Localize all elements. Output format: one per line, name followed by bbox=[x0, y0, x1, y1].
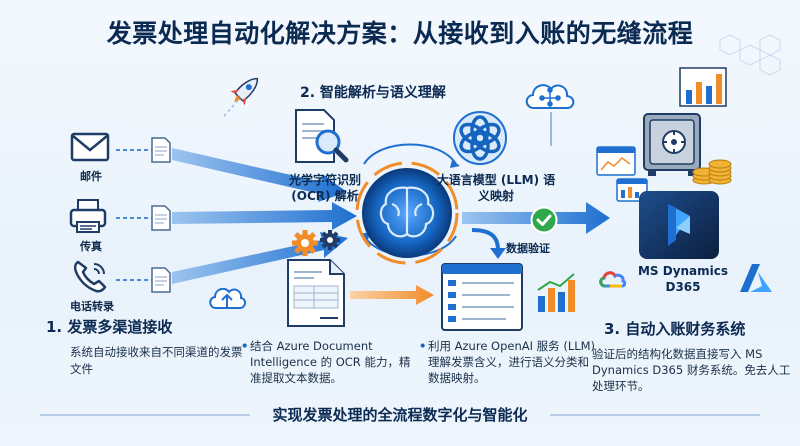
dashboard-window-icon bbox=[596, 146, 636, 176]
llm-bullet: • 利用 Azure OpenAI 服务 (LLM) 理解发票含义，进行语义分类… bbox=[419, 338, 598, 386]
dynamics-365-logo bbox=[639, 191, 719, 259]
verify-label: 数据验证 bbox=[506, 242, 550, 255]
bar-chart-icon bbox=[537, 273, 575, 312]
safe-vault-icon bbox=[643, 113, 701, 176]
step1-description: 系统自动接收来自不同渠道的发票文件 bbox=[70, 345, 243, 376]
llm-bullet-text: 利用 Azure OpenAI 服务 (LLM) 理解发票含义，进行语义分类和数… bbox=[428, 339, 596, 385]
ai-brain-hub bbox=[355, 161, 459, 265]
ocr-label: 光学字符识别 (OCR) 解析 bbox=[288, 173, 361, 203]
envelope-icon bbox=[70, 132, 110, 162]
step1-title: 1. 发票多渠道接收 bbox=[46, 318, 173, 336]
document-icon bbox=[151, 267, 171, 293]
google-cloud-icon bbox=[599, 271, 626, 288]
channel-label-phone: 电话转录 bbox=[70, 300, 114, 313]
footer-tagline: 实现发票处理的全流程数字化与智能化 bbox=[272, 406, 528, 424]
step2-title: 2. 智能解析与语义理解 bbox=[300, 85, 446, 101]
ocr-bullet: • 结合 Azure Document Intelligence 的 OCR 能… bbox=[241, 338, 420, 386]
cloud-network-icon bbox=[525, 84, 575, 109]
connector-line bbox=[550, 112, 552, 146]
phone-icon bbox=[73, 260, 107, 293]
footer-divider-right bbox=[550, 414, 760, 416]
step3-description: 验证后的结构化数据直接写入 MS Dynamics D365 财务系统。免去人工… bbox=[592, 347, 791, 393]
bullet-dot: • bbox=[419, 339, 427, 353]
channel-label-fax: 传真 bbox=[80, 240, 102, 253]
dashboard-window-icon bbox=[616, 178, 648, 202]
azure-logo bbox=[740, 264, 772, 292]
coins-icon bbox=[692, 159, 732, 185]
cloud-upload-icon bbox=[209, 287, 246, 309]
curved-down-arrow bbox=[471, 228, 506, 259]
document-icon bbox=[151, 205, 171, 231]
invoice-document-icon bbox=[287, 259, 345, 327]
page-title: 发票处理自动化解决方案：从接收到入账的无缝流程 bbox=[106, 19, 694, 48]
llm-openai-icon bbox=[453, 111, 507, 165]
gears-icon bbox=[292, 230, 340, 256]
rocket-icon bbox=[223, 77, 259, 117]
document-icon bbox=[151, 137, 171, 163]
structured-data-table bbox=[441, 263, 523, 331]
orange-flow-arrow bbox=[350, 285, 434, 305]
ocr-magnifier-icon bbox=[295, 109, 349, 163]
bullet-dot: • bbox=[241, 339, 249, 353]
growth-chart-icon bbox=[679, 67, 727, 107]
d365-label: MS Dynamics D365 bbox=[637, 264, 729, 294]
step3-title: 3. 自动入账财务系统 bbox=[604, 320, 746, 338]
channel-label-email: 邮件 bbox=[80, 170, 102, 183]
check-circle-icon bbox=[530, 206, 558, 234]
ocr-bullet-text: 结合 Azure Document Intelligence 的 OCR 能力，… bbox=[250, 339, 411, 385]
footer-divider-left bbox=[40, 414, 250, 416]
llm-label: 大语言模型 (LLM) 语义映射 bbox=[436, 173, 556, 203]
fax-icon bbox=[69, 199, 107, 233]
hexagon-pattern-decoration bbox=[719, 34, 781, 76]
